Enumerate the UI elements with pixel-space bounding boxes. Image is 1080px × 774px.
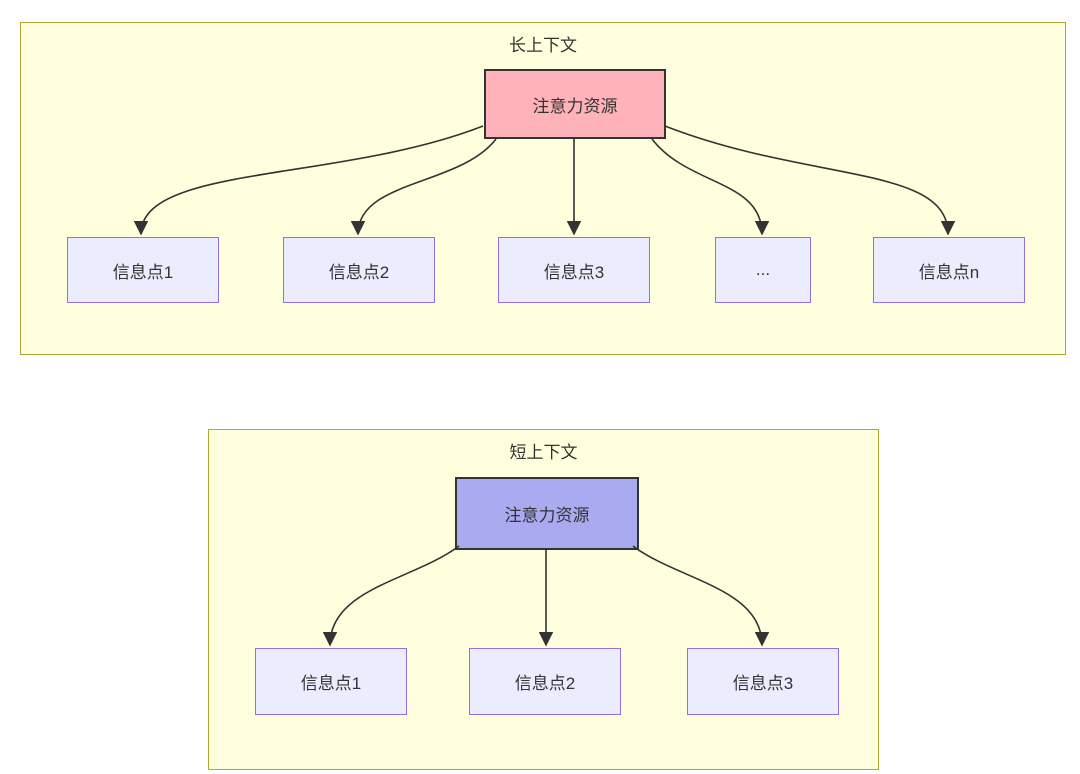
node-info-point-1-long: 信息点1 [67, 237, 219, 303]
node-attention-resource-long: 注意力资源 [484, 69, 666, 139]
node-label: 信息点n [918, 262, 980, 282]
node-label: 信息点3 [543, 262, 605, 282]
cluster-short-title: 短上下文 [509, 443, 578, 462]
node-info-point-n-long: 信息点n [873, 237, 1025, 303]
node-ellipsis-long: ... [715, 237, 811, 303]
cluster-short-context: 短上下文 注意力资源 信息点1 信息点2 信息点3 [208, 429, 879, 770]
node-label: 注意力资源 [504, 506, 590, 525]
cluster-long-title: 长上下文 [509, 36, 577, 55]
node-label: 信息点2 [328, 262, 390, 282]
node-label: 信息点3 [732, 674, 794, 693]
node-label: 信息点2 [514, 674, 576, 693]
node-info-point-1-short: 信息点1 [255, 648, 407, 715]
node-info-point-2-short: 信息点2 [469, 648, 621, 715]
node-info-point-2-long: 信息点2 [283, 237, 435, 303]
node-label: 注意力资源 [532, 96, 618, 116]
node-info-point-3-long: 信息点3 [498, 237, 650, 303]
node-info-point-3-short: 信息点3 [687, 648, 839, 715]
node-attention-resource-short: 注意力资源 [455, 477, 639, 550]
cluster-long-context: 长上下文 注意力资源 信息点1 信息点2 信息点3 ... 信息点n [20, 22, 1066, 355]
node-label: 信息点1 [112, 262, 174, 282]
node-label: 信息点1 [300, 674, 362, 693]
node-label: ... [755, 260, 771, 279]
